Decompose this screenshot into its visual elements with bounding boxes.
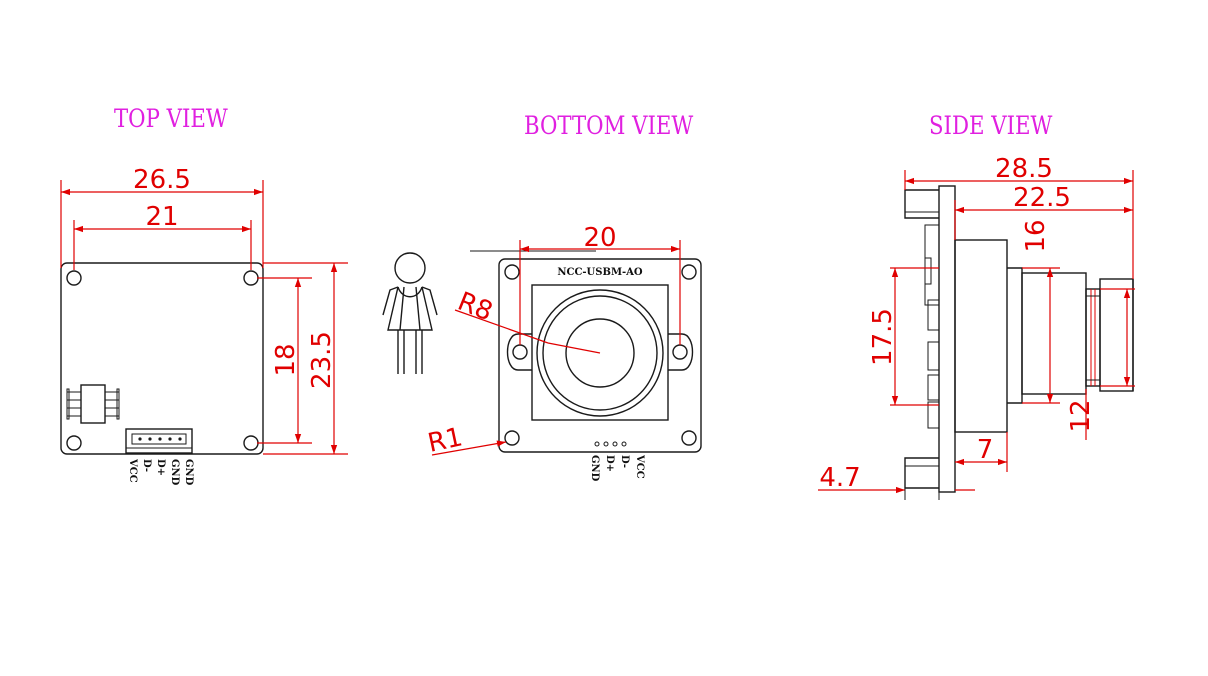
dim-side-connector-offset: 4.7 [819, 463, 860, 493]
model-label: NCC-USBM-AO [557, 267, 643, 278]
dim-side-body-height: 16 [1021, 219, 1051, 252]
top-pin-label: GND [183, 459, 194, 486]
bottom-board-outline [498, 258, 702, 453]
bottom-mount-hole-right [672, 344, 688, 360]
top-dimensions [60, 180, 348, 455]
dim-top-height-outer: 23.5 [307, 331, 337, 389]
side-top-connector [904, 189, 939, 219]
side-lens-front [1099, 278, 1134, 392]
side-view: 28.5 22.5 16 17.5 12 7 4.7 [818, 154, 1135, 500]
top-mount-hole-bl [66, 435, 82, 451]
bottom-pin-label: VCC [634, 454, 645, 479]
top-mount-hole-tl [66, 270, 82, 286]
lens-holder-base [531, 284, 669, 421]
dim-bottom-hole-spacing: 20 [583, 223, 616, 253]
lens-inner-ring [565, 318, 635, 388]
dim-side-lens-length: 22.5 [1013, 183, 1071, 213]
top-pin-label: D- [141, 459, 152, 472]
bottom-view-title: BOTTOM VIEW [524, 111, 694, 140]
lens-mid-ring [542, 295, 658, 411]
side-lens-thread [1085, 288, 1101, 387]
dim-top-width-outer: 26.5 [133, 165, 191, 195]
dim-top-width-holes: 21 [145, 202, 178, 232]
side-components-left [924, 224, 939, 306]
dim-side-connector-length: 7 [977, 435, 994, 465]
bottom-mount-ear-right [668, 333, 694, 371]
bottom-corner-hole-tl [504, 264, 520, 280]
lens-outer-ring [536, 289, 664, 417]
bottom-mount-hole-left [512, 344, 528, 360]
top-view-title: TOP VIEW [114, 104, 228, 133]
bottom-mount-ear-left [506, 333, 532, 371]
bottom-view: NCC-USBM-AO GND D+ D- VCC 20 R8 R1 [425, 223, 702, 482]
ic-chip [66, 384, 120, 424]
bottom-corner-hole-br [681, 430, 697, 446]
bottom-dimensions [431, 240, 681, 456]
top-connector [125, 428, 193, 454]
dim-side-lens-diameter: 12 [1066, 399, 1096, 432]
side-lens-barrel [1021, 272, 1087, 395]
dim-side-total-length: 28.5 [995, 154, 1053, 184]
top-mount-hole-br [243, 435, 259, 451]
top-pin-label: D+ [155, 459, 166, 476]
side-pcb [938, 185, 956, 493]
bottom-corner-hole-tr [681, 264, 697, 280]
top-pin-label: VCC [127, 458, 138, 483]
dim-lens-radius: R8 [453, 287, 496, 328]
top-view: VCC D- D+ GND GND 26.5 21 18 23.5 [60, 165, 348, 486]
dim-corner-radius: R1 [425, 422, 465, 459]
bottom-pin-label: GND [589, 455, 600, 482]
dim-top-height-holes: 18 [271, 343, 301, 376]
top-pin-label: GND [169, 459, 180, 486]
top-mount-hole-tr [243, 270, 259, 286]
bottom-pin-label: D+ [604, 455, 615, 472]
person-icon [382, 252, 438, 374]
side-lens-holder [954, 239, 1008, 433]
top-board-outline [60, 262, 264, 455]
side-bottom-connector [904, 457, 939, 489]
dim-side-board-height: 17.5 [868, 308, 898, 366]
side-dimensions [818, 170, 1135, 500]
side-view-title: SIDE VIEW [929, 111, 1053, 140]
bottom-corner-hole-bl [504, 430, 520, 446]
bottom-pin-label: D- [619, 455, 630, 468]
